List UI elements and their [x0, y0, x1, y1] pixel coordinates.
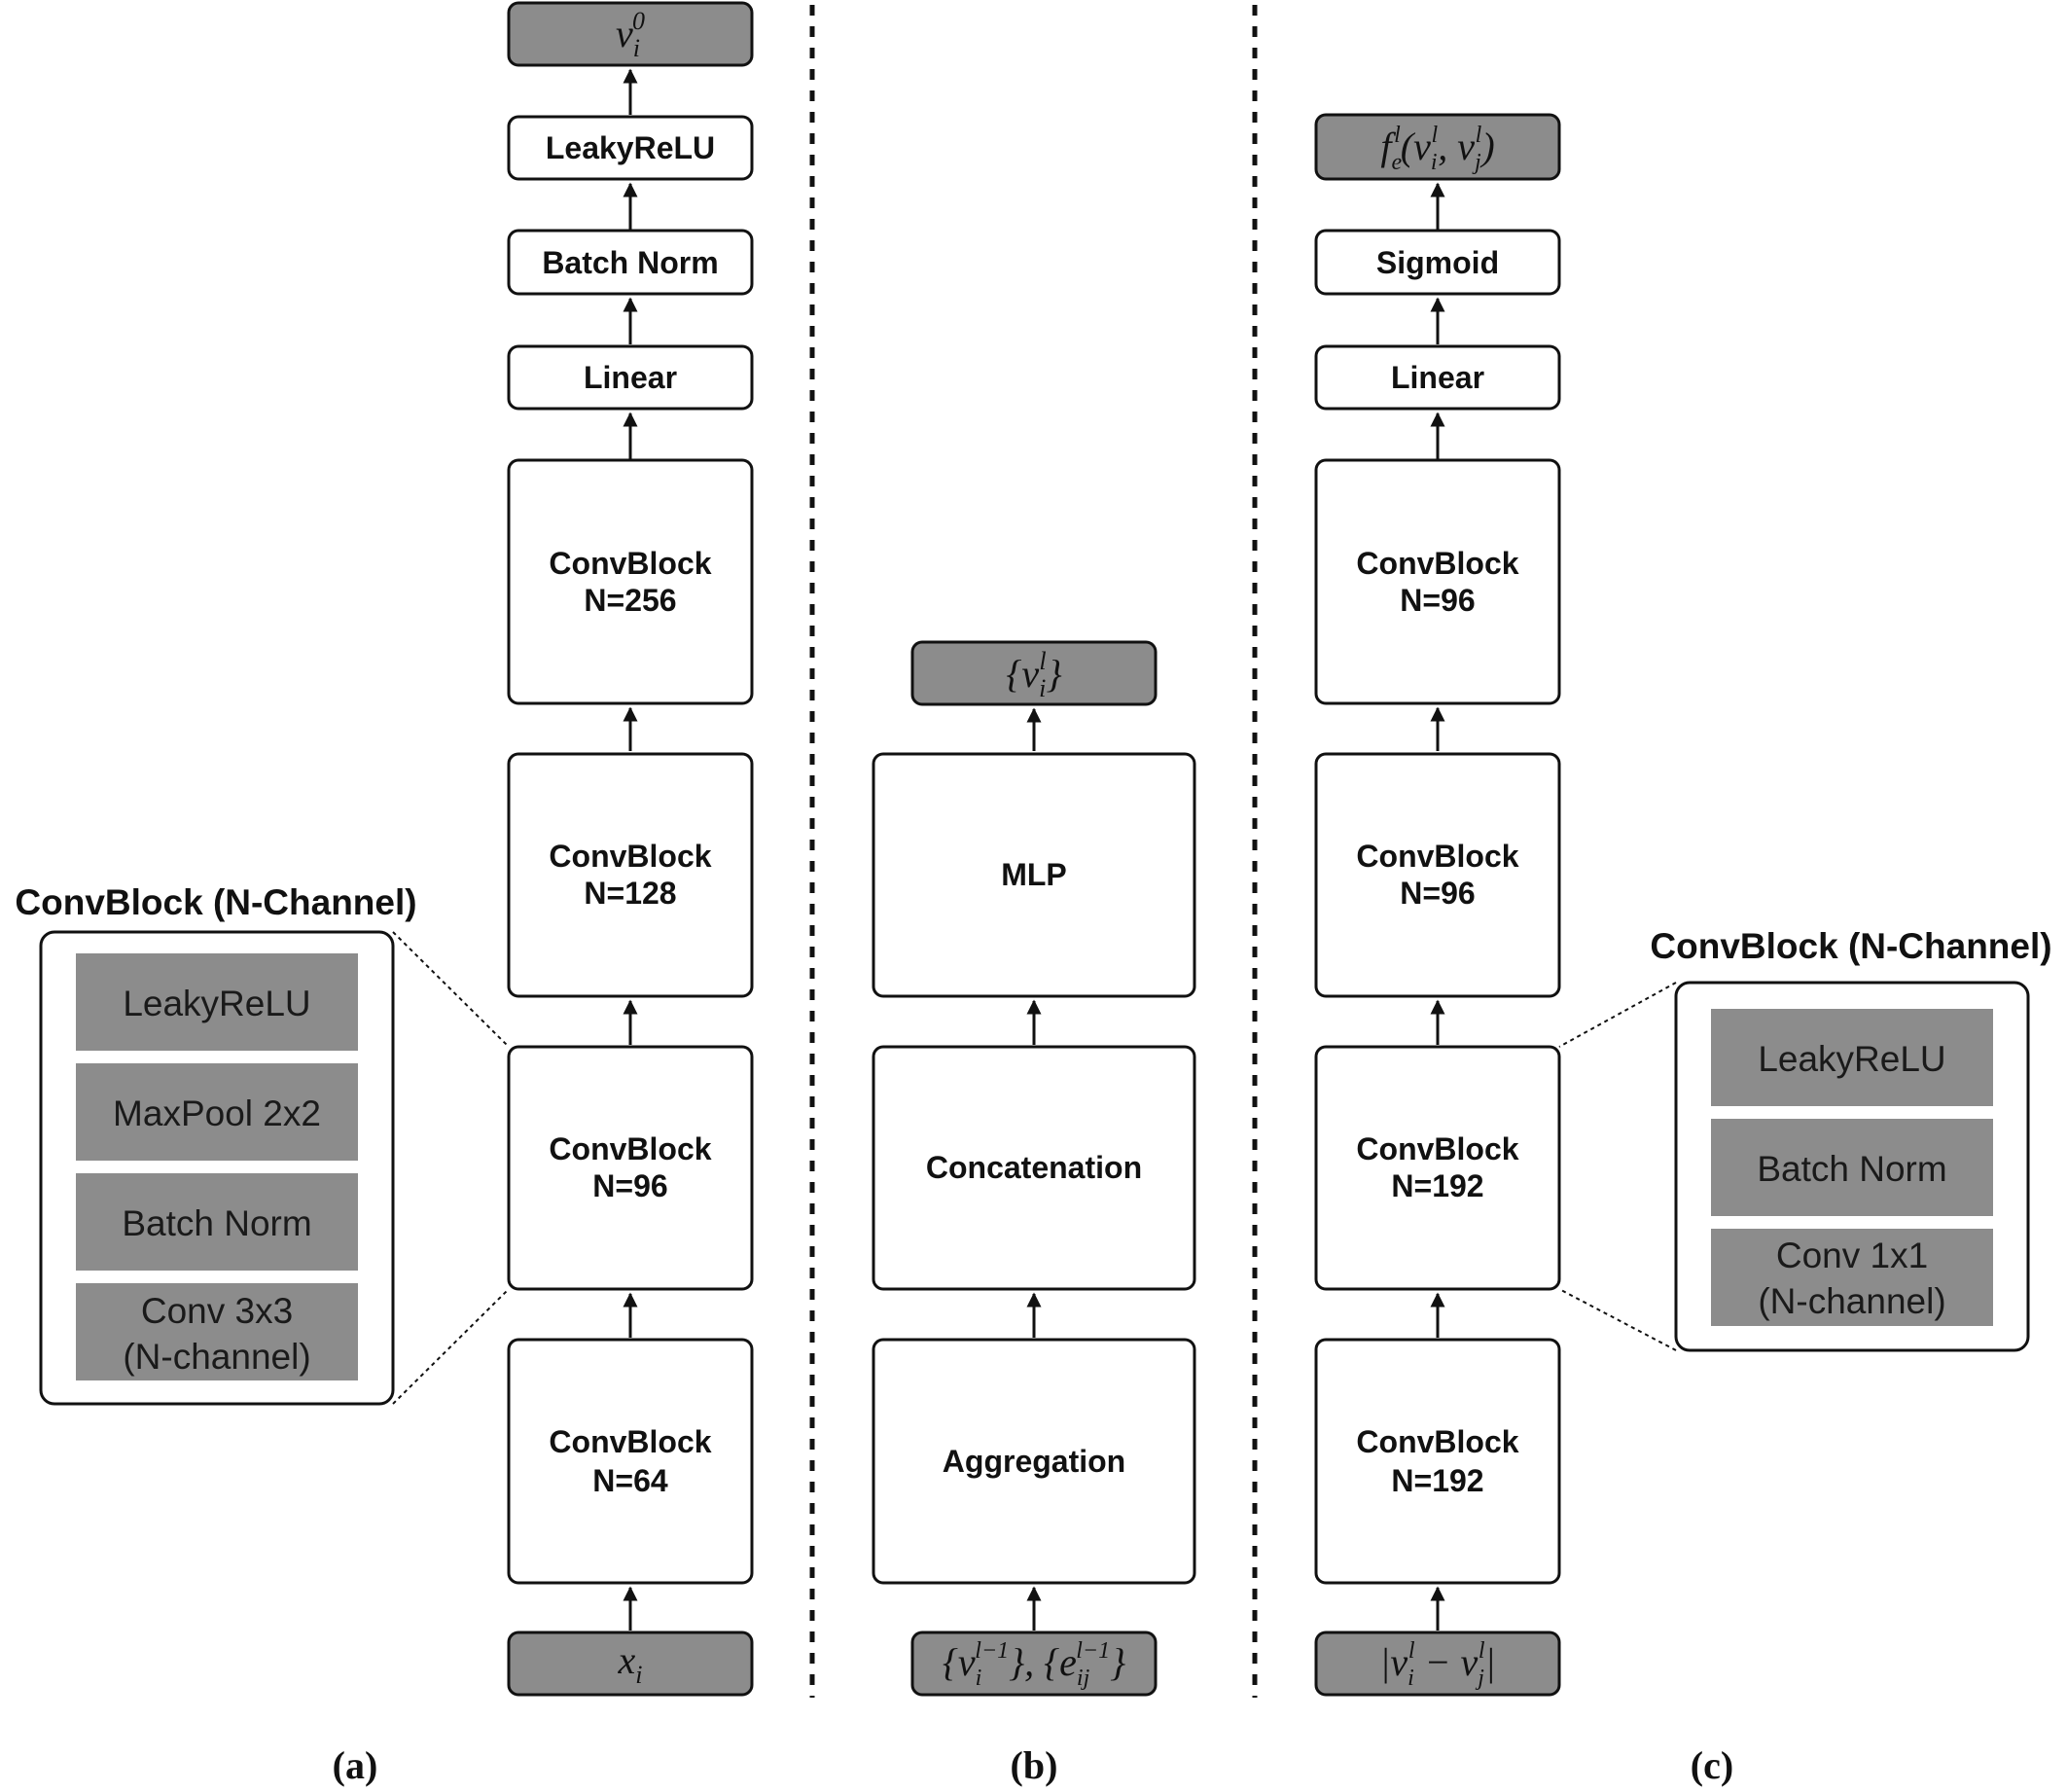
panel-c-convblock-192: ConvBlock N=192 [1314, 1045, 1561, 1291]
svg-text:Sigmoid: Sigmoid [1376, 245, 1499, 280]
panel-b-mlp-box: MLP [872, 752, 1196, 998]
svg-text:Linear: Linear [584, 360, 677, 395]
panel-c-convblock-96-top: ConvBlock N=96 [1314, 458, 1561, 705]
panel-a-leakyrelu-box: LeakyReLU [507, 115, 754, 181]
svg-text:MaxPool 2x2: MaxPool 2x2 [113, 1093, 321, 1133]
panel-a-convblock-64: ConvBlock N=64 [507, 1338, 754, 1585]
svg-text:Batch Norm: Batch Norm [1757, 1149, 1946, 1189]
svg-text:LeakyReLU: LeakyReLU [123, 984, 310, 1023]
svg-text:(N-channel): (N-channel) [123, 1337, 310, 1377]
svg-text:Batch Norm: Batch Norm [542, 245, 718, 280]
svg-text:ConvBlock: ConvBlock [549, 1424, 711, 1459]
svg-text:ConvBlock: ConvBlock [1356, 546, 1518, 581]
svg-text:|vil − vjl|: |vil − vjl| [1379, 1638, 1495, 1691]
inset-c-title: ConvBlock (N-Channel) [1650, 926, 2051, 966]
svg-text:Batch Norm: Batch Norm [122, 1203, 311, 1243]
subscript-i: i [633, 34, 640, 62]
svg-text:ConvBlock: ConvBlock [549, 546, 711, 581]
inset-c-connector-bottom [1558, 1288, 1677, 1351]
svg-text:ConvBlock: ConvBlock [549, 1131, 711, 1166]
svg-text:MLP: MLP [1001, 857, 1067, 892]
panel-c-sigmoid-box: Sigmoid [1314, 229, 1561, 296]
svg-text:ConvBlock: ConvBlock [1356, 1424, 1518, 1459]
svg-text:ConvBlock: ConvBlock [1356, 1131, 1518, 1166]
svg-text:N=64: N=64 [592, 1463, 668, 1498]
svg-text:(N-channel): (N-channel) [1758, 1281, 1945, 1321]
superscript-0: 0 [632, 7, 645, 35]
inset-a-connector-top [392, 931, 510, 1048]
panel-b-aggregation-box: Aggregation [872, 1338, 1196, 1585]
svg-text:N=96: N=96 [592, 1168, 667, 1203]
panel-b-output-node: {vil} [910, 640, 1158, 706]
svg-text:ConvBlock: ConvBlock [549, 839, 711, 874]
inset-c: LeakyReLU Batch Norm Conv 1x1 (N-channel… [1674, 981, 2030, 1352]
inset-c-connector-top [1558, 982, 1677, 1048]
panel-a-input-node: xi [507, 1631, 754, 1697]
panel-c-convblock-192-bottom: ConvBlock N=192 [1314, 1338, 1561, 1585]
inset-a-title: ConvBlock (N-Channel) [15, 882, 416, 922]
svg-text:Conv 3x3: Conv 3x3 [141, 1291, 293, 1331]
inset-a: LeakyReLU MaxPool 2x2 Batch Norm Conv 3x… [39, 930, 395, 1406]
inset-a-connector-bottom [392, 1288, 510, 1405]
svg-text:fel(vil, vjl): fel(vil, vjl) [1380, 123, 1494, 175]
panel-a-batchnorm-box: Batch Norm [507, 229, 754, 296]
panel-c-input-node: |vil − vjl| [1314, 1631, 1561, 1697]
svg-text:Concatenation: Concatenation [926, 1150, 1142, 1185]
svg-text:ConvBlock: ConvBlock [1356, 839, 1518, 874]
inset-a-item-maxpool: MaxPool 2x2 [76, 1063, 358, 1161]
inset-c-item-conv1x1: Conv 1x1 (N-channel) [1711, 1229, 1993, 1326]
panel-a: vi0 LeakyReLU Batch Norm Linear ConvBloc… [15, 1, 754, 1787]
svg-text:Linear: Linear [1391, 360, 1484, 395]
inset-c-item-leakyrelu: LeakyReLU [1711, 1009, 1993, 1106]
svg-text:N=96: N=96 [1400, 876, 1475, 911]
panel-b-label: (b) [1011, 1743, 1058, 1787]
svg-text:N=192: N=192 [1391, 1463, 1483, 1498]
svg-text:{vil}: {vil} [1006, 647, 1061, 702]
inset-c-item-batchnorm: Batch Norm [1711, 1119, 1993, 1216]
panel-a-convblock-256: ConvBlock N=256 [507, 458, 754, 705]
svg-text:N=192: N=192 [1391, 1168, 1483, 1203]
panel-a-output-node: vi0 [507, 1, 754, 67]
svg-text:Aggregation: Aggregation [943, 1444, 1125, 1479]
panel-a-convblock-128: ConvBlock N=128 [507, 752, 754, 998]
panel-c-label: (c) [1691, 1743, 1733, 1787]
panel-b-input-node: {vil−1}, {eijl−1} [910, 1631, 1158, 1697]
svg-text:LeakyReLU: LeakyReLU [1758, 1039, 1945, 1079]
panel-a-linear-box: Linear [507, 344, 754, 411]
panel-a-convblock-96: ConvBlock N=96 [507, 1045, 754, 1291]
svg-text:N=96: N=96 [1400, 583, 1475, 618]
svg-text:Conv 1x1: Conv 1x1 [1776, 1236, 1928, 1275]
svg-text:LeakyReLU: LeakyReLU [546, 130, 715, 165]
panel-c-convblock-96: ConvBlock N=96 [1314, 752, 1561, 998]
panel-c-linear-box: Linear [1314, 344, 1561, 411]
panel-b: {vil} MLP Concatenation Aggregation {vil… [872, 640, 1196, 1787]
panel-b-concatenation-box: Concatenation [872, 1045, 1196, 1291]
panel-c: fel(vil, vjl) Sigmoid Linear ConvBlock N… [1314, 113, 2052, 1787]
svg-text:N=128: N=128 [584, 876, 676, 911]
panel-c-output-node: fel(vil, vjl) [1314, 113, 1561, 181]
svg-text:N=256: N=256 [584, 583, 676, 618]
inset-a-item-batchnorm: Batch Norm [76, 1173, 358, 1271]
inset-a-item-conv3x3: Conv 3x3 (N-channel) [76, 1283, 358, 1380]
panel-a-label: (a) [333, 1743, 378, 1787]
inset-a-item-leakyrelu: LeakyReLU [76, 953, 358, 1051]
